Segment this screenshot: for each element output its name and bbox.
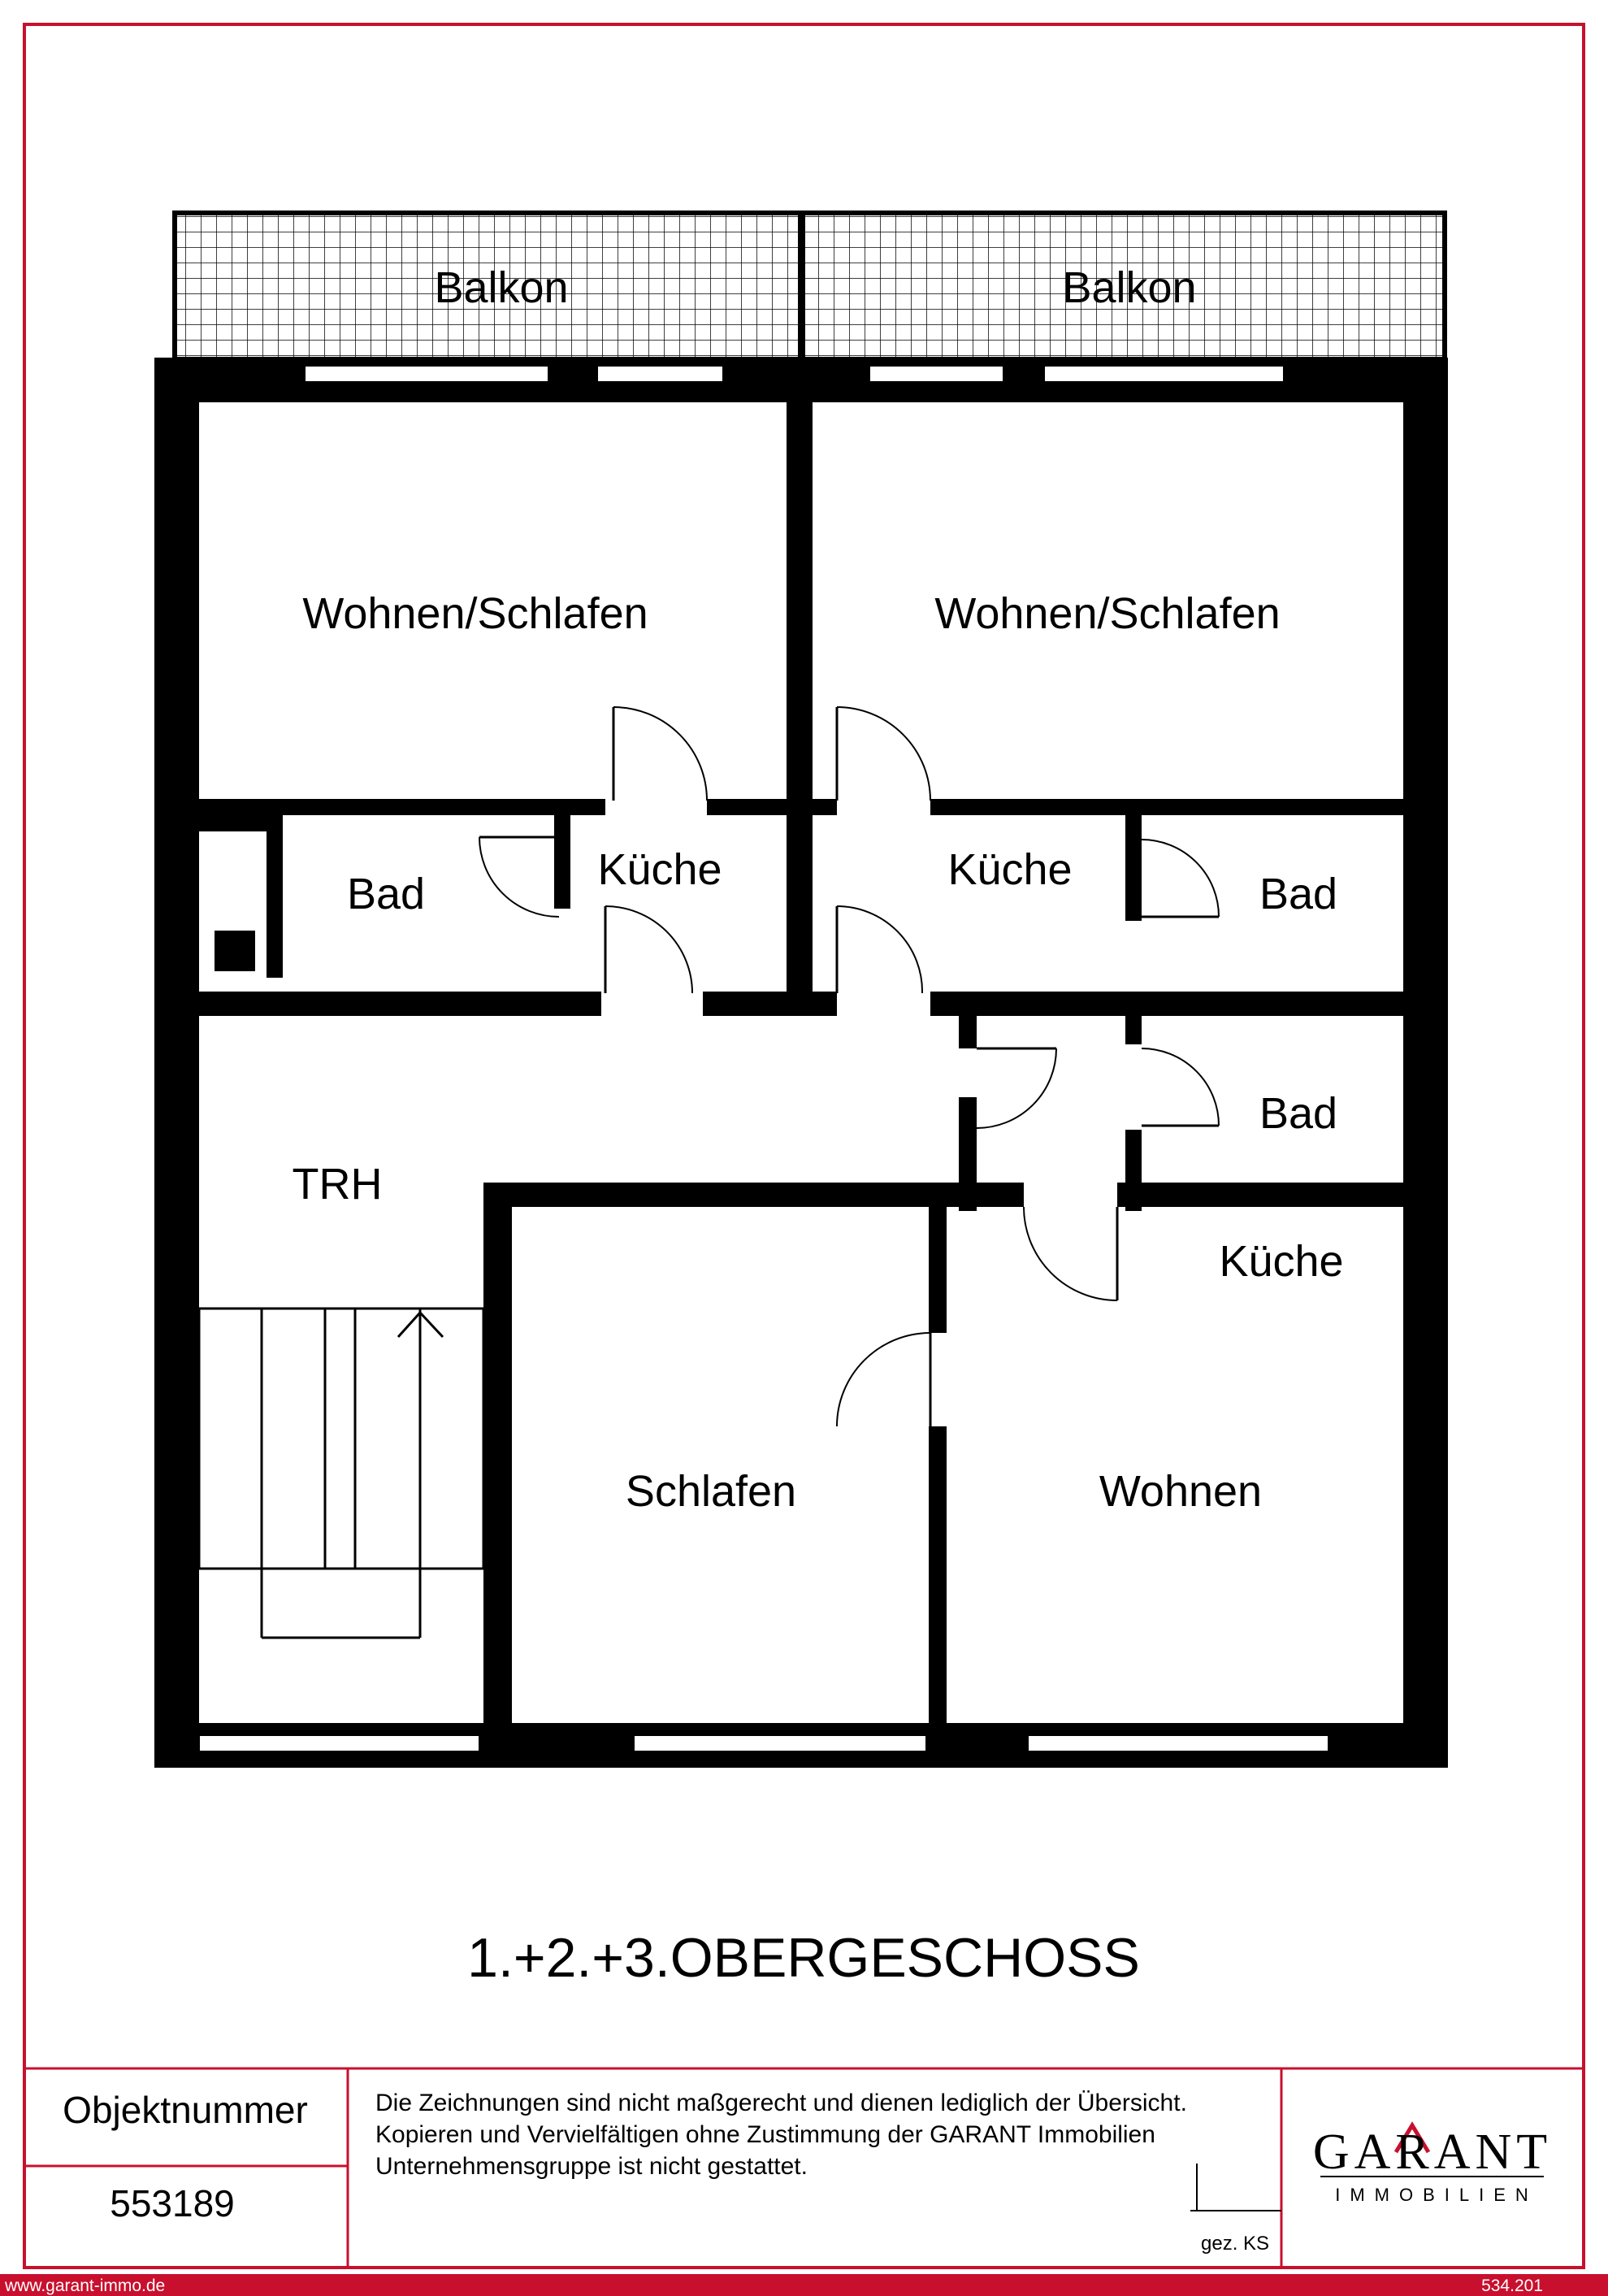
label-kueche-center: Küche: [947, 845, 1072, 894]
interior-walls: [199, 358, 1403, 1768]
label-bad-left: Bad: [347, 870, 425, 918]
title-block: [24, 2067, 1584, 2268]
object-number-value: 553189: [110, 2182, 235, 2224]
object-number-label: Objektnummer: [63, 2089, 308, 2131]
label-bad-right-top: Bad: [1259, 870, 1337, 918]
bottom-windows: [198, 1734, 1329, 1752]
footer-website[interactable]: www.garant-immo.de: [4, 2276, 165, 2295]
disclaimer-line-1: Die Zeichnungen sind nicht maßgerecht un…: [375, 2090, 1187, 2116]
staircase: [197, 1307, 485, 1639]
footer-code: 534.201: [1481, 2276, 1543, 2295]
label-wohnen-schlafen-left: Wohnen/Schlafen: [302, 589, 648, 638]
label-kueche-right: Küche: [1219, 1237, 1343, 1286]
label-balkon-right: Balkon: [1062, 263, 1196, 312]
disclaimer-line-3: Unternehmensgruppe ist nicht gestattet.: [375, 2153, 808, 2180]
label-schlafen: Schlafen: [626, 1467, 796, 1516]
label-bad-right-middle: Bad: [1259, 1089, 1337, 1138]
footer-bar: [0, 2274, 1608, 2296]
page-frame: [23, 23, 1585, 2269]
label-wohnen-schlafen-right: Wohnen/Schlafen: [934, 589, 1280, 638]
label-wohnen: Wohnen: [1099, 1467, 1262, 1516]
disclaimer-line-2: Kopieren und Vervielfältigen ohne Zustim…: [375, 2121, 1155, 2148]
balcony-right: [800, 211, 1447, 362]
label-trh: TRH: [293, 1160, 383, 1209]
signature-text: gez. KS: [1201, 2233, 1269, 2255]
label-kueche-left: Küche: [597, 845, 722, 894]
brand-name: GARANT: [1313, 2125, 1552, 2180]
top-windows: [304, 365, 1285, 383]
floor-title: 1.+2.+3.OBERGESCHOSS: [467, 1927, 1140, 1989]
label-balkon-left: Balkon: [434, 263, 568, 312]
doors: [479, 706, 1220, 1427]
brand-subtitle: IMMOBILIEN: [1335, 2185, 1538, 2205]
garant-logo: GARANT IMMOBILIEN: [1313, 2121, 1552, 2205]
